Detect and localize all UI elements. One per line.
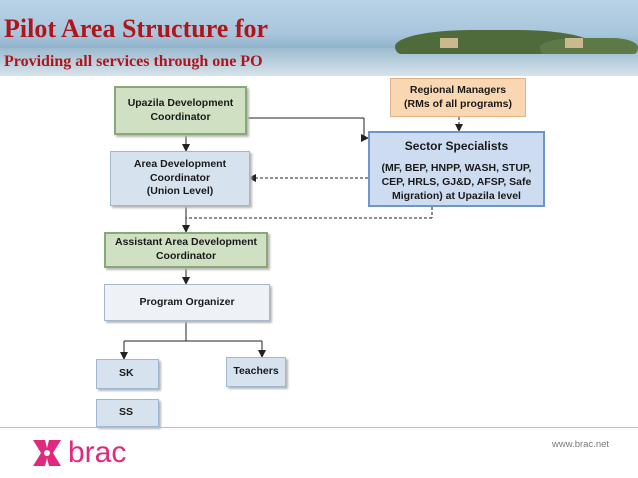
upazila-development-coordinator-node: Upazila Development Coordinator <box>114 86 247 135</box>
ss-node: SS <box>96 399 159 427</box>
slide-title: Pilot Area Structure for <box>4 14 269 43</box>
teachers-node: Teachers <box>226 357 286 387</box>
footer-divider <box>0 427 638 428</box>
program-organizer-node: Program Organizer <box>104 284 270 321</box>
sector-specialists-list: (MF, BEP, HNPP, WASH, STUP, CEP, HRLS, G… <box>381 161 532 202</box>
sector-specialists-title: Sector Specialists <box>404 139 509 153</box>
footer-url: www.brac.net <box>552 439 610 450</box>
area-development-coordinator-node: Area Development Coordinator (Union Leve… <box>110 151 250 206</box>
regional-managers-node: Regional Managers (RMs of all programs) <box>390 78 526 117</box>
banner-hut <box>565 38 583 48</box>
brac-logo-text: brac <box>68 436 127 469</box>
brac-logo-icon <box>33 440 61 466</box>
banner-island-right <box>540 38 638 54</box>
banner-hut <box>440 38 458 48</box>
sk-node: SK <box>96 359 159 389</box>
assistant-area-development-coordinator-node: Assistant Area Development Coordinator <box>104 232 268 268</box>
brac-logo: brac <box>30 436 126 470</box>
header-banner <box>0 0 638 76</box>
slide-subtitle: Providing all services through one PO <box>4 53 263 70</box>
sector-specialists-node: Sector Specialists (MF, BEP, HNPP, WASH,… <box>368 131 545 207</box>
